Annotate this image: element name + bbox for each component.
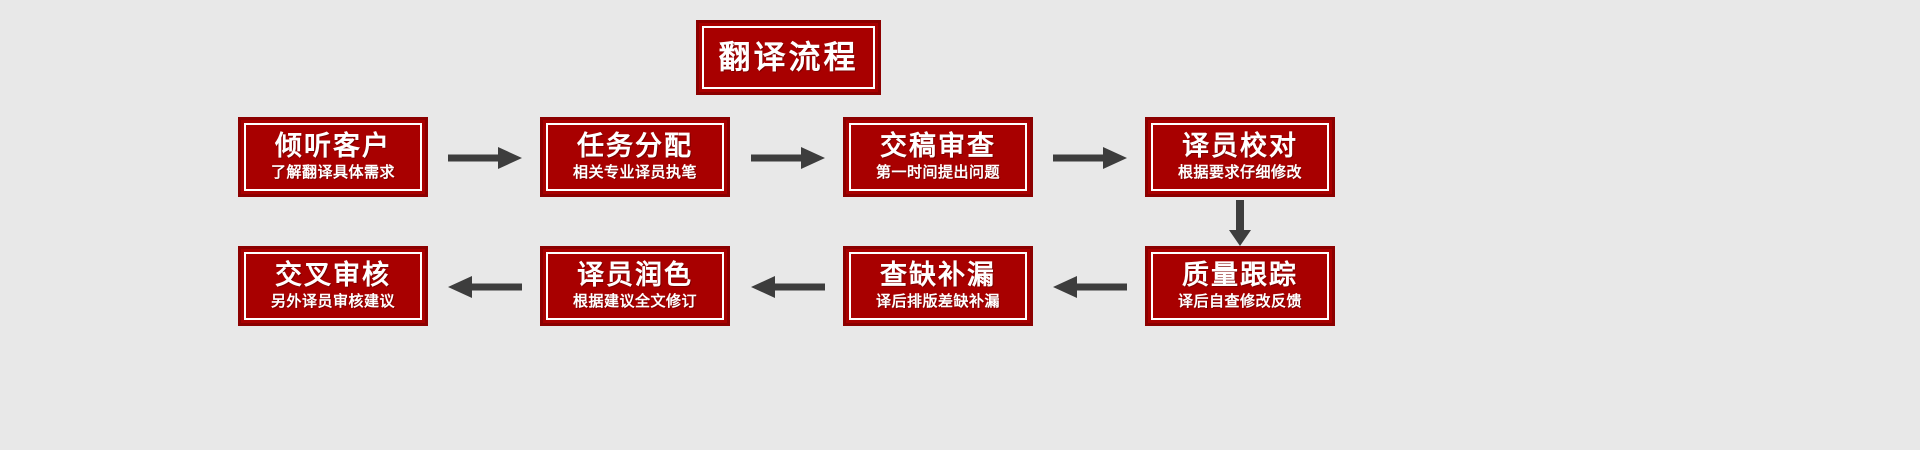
flow-node-step5-subtitle: 译后自查修改反馈	[1177, 292, 1302, 311]
arrow-left-icon-step7-step8	[448, 274, 522, 300]
flow-node-step1-title: 倾听客户	[275, 130, 391, 162]
flow-node-step6-inner: 查缺补漏 译后排版差缺补漏	[849, 252, 1027, 320]
arrow-right-icon-step1-step2	[448, 145, 522, 171]
flow-node-step2-title: 任务分配	[577, 130, 693, 162]
flow-node-step2-subtitle: 相关专业译员执笔	[572, 163, 697, 182]
flow-node-step8-inner: 交叉审核 另外译员审核建议	[244, 252, 422, 320]
flow-node-step8-subtitle: 另外译员审核建议	[270, 292, 395, 311]
flow-node-step1-inner: 倾听客户 了解翻译具体需求	[244, 123, 422, 191]
flow-node-step3-title: 交稿审查	[880, 130, 996, 162]
diagram-title-text: 翻译流程	[718, 37, 859, 76]
flow-node-step4-title: 译员校对	[1182, 130, 1298, 162]
flow-node-step5-title: 质量跟踪	[1182, 259, 1298, 291]
flow-node-step6-title: 查缺补漏	[880, 259, 996, 291]
arrow-left-icon-step6-step7	[751, 274, 825, 300]
flow-node-step8-title: 交叉审核	[275, 259, 391, 291]
flow-node-step6[interactable]: 查缺补漏 译后排版差缺补漏	[843, 246, 1033, 326]
diagram-title-inner: 翻译流程	[702, 26, 875, 89]
flow-node-step3-inner: 交稿审查 第一时间提出问题	[849, 123, 1027, 191]
flow-node-step2[interactable]: 任务分配 相关专业译员执笔	[540, 117, 730, 197]
flow-node-step4-inner: 译员校对 根据要求仔细修改	[1151, 123, 1329, 191]
flow-node-step6-subtitle: 译后排版差缺补漏	[875, 292, 1000, 311]
flow-node-step1[interactable]: 倾听客户 了解翻译具体需求	[238, 117, 428, 197]
arrow-right-icon-step2-step3	[751, 145, 825, 171]
flow-node-step7-title: 译员润色	[577, 259, 693, 291]
flow-node-step7[interactable]: 译员润色 根据建议全文修订	[540, 246, 730, 326]
flow-node-step5[interactable]: 质量跟踪 译后自查修改反馈	[1145, 246, 1335, 326]
flow-node-step7-subtitle: 根据建议全文修订	[572, 292, 697, 311]
arrow-down-icon-step4-step5	[1227, 200, 1253, 246]
flow-node-step3[interactable]: 交稿审查 第一时间提出问题	[843, 117, 1033, 197]
flow-node-step3-subtitle: 第一时间提出问题	[875, 163, 1000, 182]
flow-node-step2-inner: 任务分配 相关专业译员执笔	[546, 123, 724, 191]
flow-node-step8[interactable]: 交叉审核 另外译员审核建议	[238, 246, 428, 326]
flow-node-step1-subtitle: 了解翻译具体需求	[270, 163, 395, 182]
flow-node-step4[interactable]: 译员校对 根据要求仔细修改	[1145, 117, 1335, 197]
arrow-left-icon-step5-step6	[1053, 274, 1127, 300]
flow-node-step4-subtitle: 根据要求仔细修改	[1177, 163, 1302, 182]
diagram-title-box: 翻译流程	[696, 20, 881, 95]
flow-node-step7-inner: 译员润色 根据建议全文修订	[546, 252, 724, 320]
flow-node-step5-inner: 质量跟踪 译后自查修改反馈	[1151, 252, 1329, 320]
arrow-right-icon-step3-step4	[1053, 145, 1127, 171]
